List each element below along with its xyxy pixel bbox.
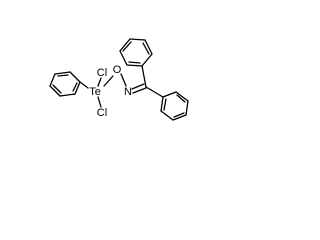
bond [126,64,143,67]
phenyl-ring-upper [119,38,153,67]
aromatic-inner-bond [176,94,186,103]
aromatic-inner-bond [142,42,150,55]
bond [119,50,128,66]
bond [141,53,153,67]
atom-label-te: Te [89,86,101,98]
n-c-double-bond-second [131,83,145,90]
aromatic-inner-bond [57,74,69,77]
bond [49,73,56,87]
atom-label-cl-top: Cl [97,67,107,79]
n-c-double-bond [132,87,147,94]
phenyl-ring-lower [160,91,189,121]
te-cl-top-bond [97,77,102,87]
bond [74,81,81,95]
bond [119,38,131,52]
chemical-structure-diagram: Te Cl Cl O N [49,38,189,121]
phenyl-ring-left [49,71,81,97]
bond [54,71,71,75]
bond [69,71,81,83]
aromatic-inner-bond [163,98,167,111]
aromatic-inner-bond [52,84,62,94]
te-o-bond [103,75,114,87]
bond [160,110,174,121]
c-phenyl-lower-bond [145,86,164,98]
bond [144,39,153,55]
bond [129,38,146,41]
bond [162,91,177,98]
bond [160,96,164,112]
bond [49,85,61,97]
bond [172,114,187,121]
atom-label-o: O [113,64,122,76]
aromatic-inner-bond [72,82,78,92]
aromatic-inner-bond [128,61,141,64]
aromatic-inner-bond [122,41,132,52]
atom-label-cl-bottom: Cl [97,107,107,119]
o-n-bond [120,73,127,87]
atom-label-n: N [124,86,132,98]
c-phenyl-upper-bond [141,65,147,88]
bond [59,93,76,97]
phenyl-te-bond [79,81,89,89]
aromatic-inner-bond [173,112,185,118]
te-cl-bottom-bond [97,96,102,108]
bond [185,100,189,116]
bond [175,91,189,102]
